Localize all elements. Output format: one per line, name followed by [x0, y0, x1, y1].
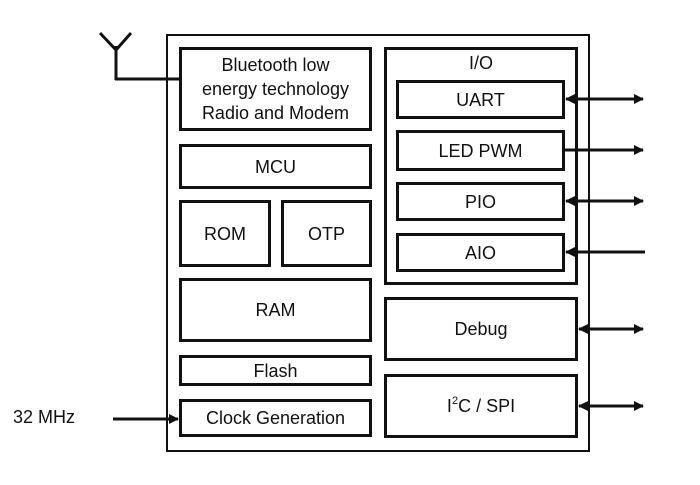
- antenna-icon: [98, 31, 181, 81]
- radio-line-3: Radio and Modem: [201, 103, 350, 123]
- radio-line-1: Bluetooth low: [221, 55, 330, 75]
- led-pwm-label: LED PWM: [438, 140, 523, 161]
- clock-generation-block: Clock Generation: [179, 399, 372, 437]
- otp-label: OTP: [307, 223, 345, 244]
- i2c-label-rest: C / SPI: [458, 396, 516, 416]
- io-group-label: I/O: [468, 53, 493, 73]
- clock-generation-label: Clock Generation: [205, 408, 346, 428]
- clock-input-label: 32 MHz: [13, 407, 76, 427]
- i2c-label-sup: 2: [451, 395, 459, 407]
- otp-block: OTP: [281, 200, 372, 267]
- uart-label: UART: [456, 89, 505, 110]
- led-pwm-block: LED PWM: [396, 130, 565, 171]
- mcu-label: MCU: [255, 156, 296, 177]
- debug-block: Debug: [384, 297, 578, 361]
- radio-modem-block: Bluetooth low energy technology Radio an…: [179, 47, 372, 131]
- aio-label: AIO: [464, 242, 496, 263]
- pio-label: PIO: [464, 191, 496, 212]
- uart-block: UART: [396, 80, 565, 119]
- rom-block: ROM: [179, 200, 271, 267]
- aio-block: AIO: [396, 233, 565, 272]
- flash-block: Flash: [179, 355, 372, 386]
- mcu-block: MCU: [179, 144, 372, 189]
- ram-block: RAM: [179, 278, 372, 342]
- rom-label: ROM: [204, 223, 246, 244]
- chip-outline: [166, 34, 590, 452]
- debug-label: Debug: [454, 319, 508, 339]
- radio-line-2: energy technology: [201, 79, 350, 99]
- flash-label: Flash: [253, 360, 298, 381]
- i2c-spi-label: I2C / SPI: [447, 394, 515, 418]
- pio-block: PIO: [396, 182, 565, 221]
- i2c-spi-block: I2C / SPI: [384, 374, 578, 438]
- ram-label: RAM: [255, 300, 296, 320]
- i2c-label-base: I: [446, 396, 452, 416]
- io-group: [384, 47, 578, 285]
